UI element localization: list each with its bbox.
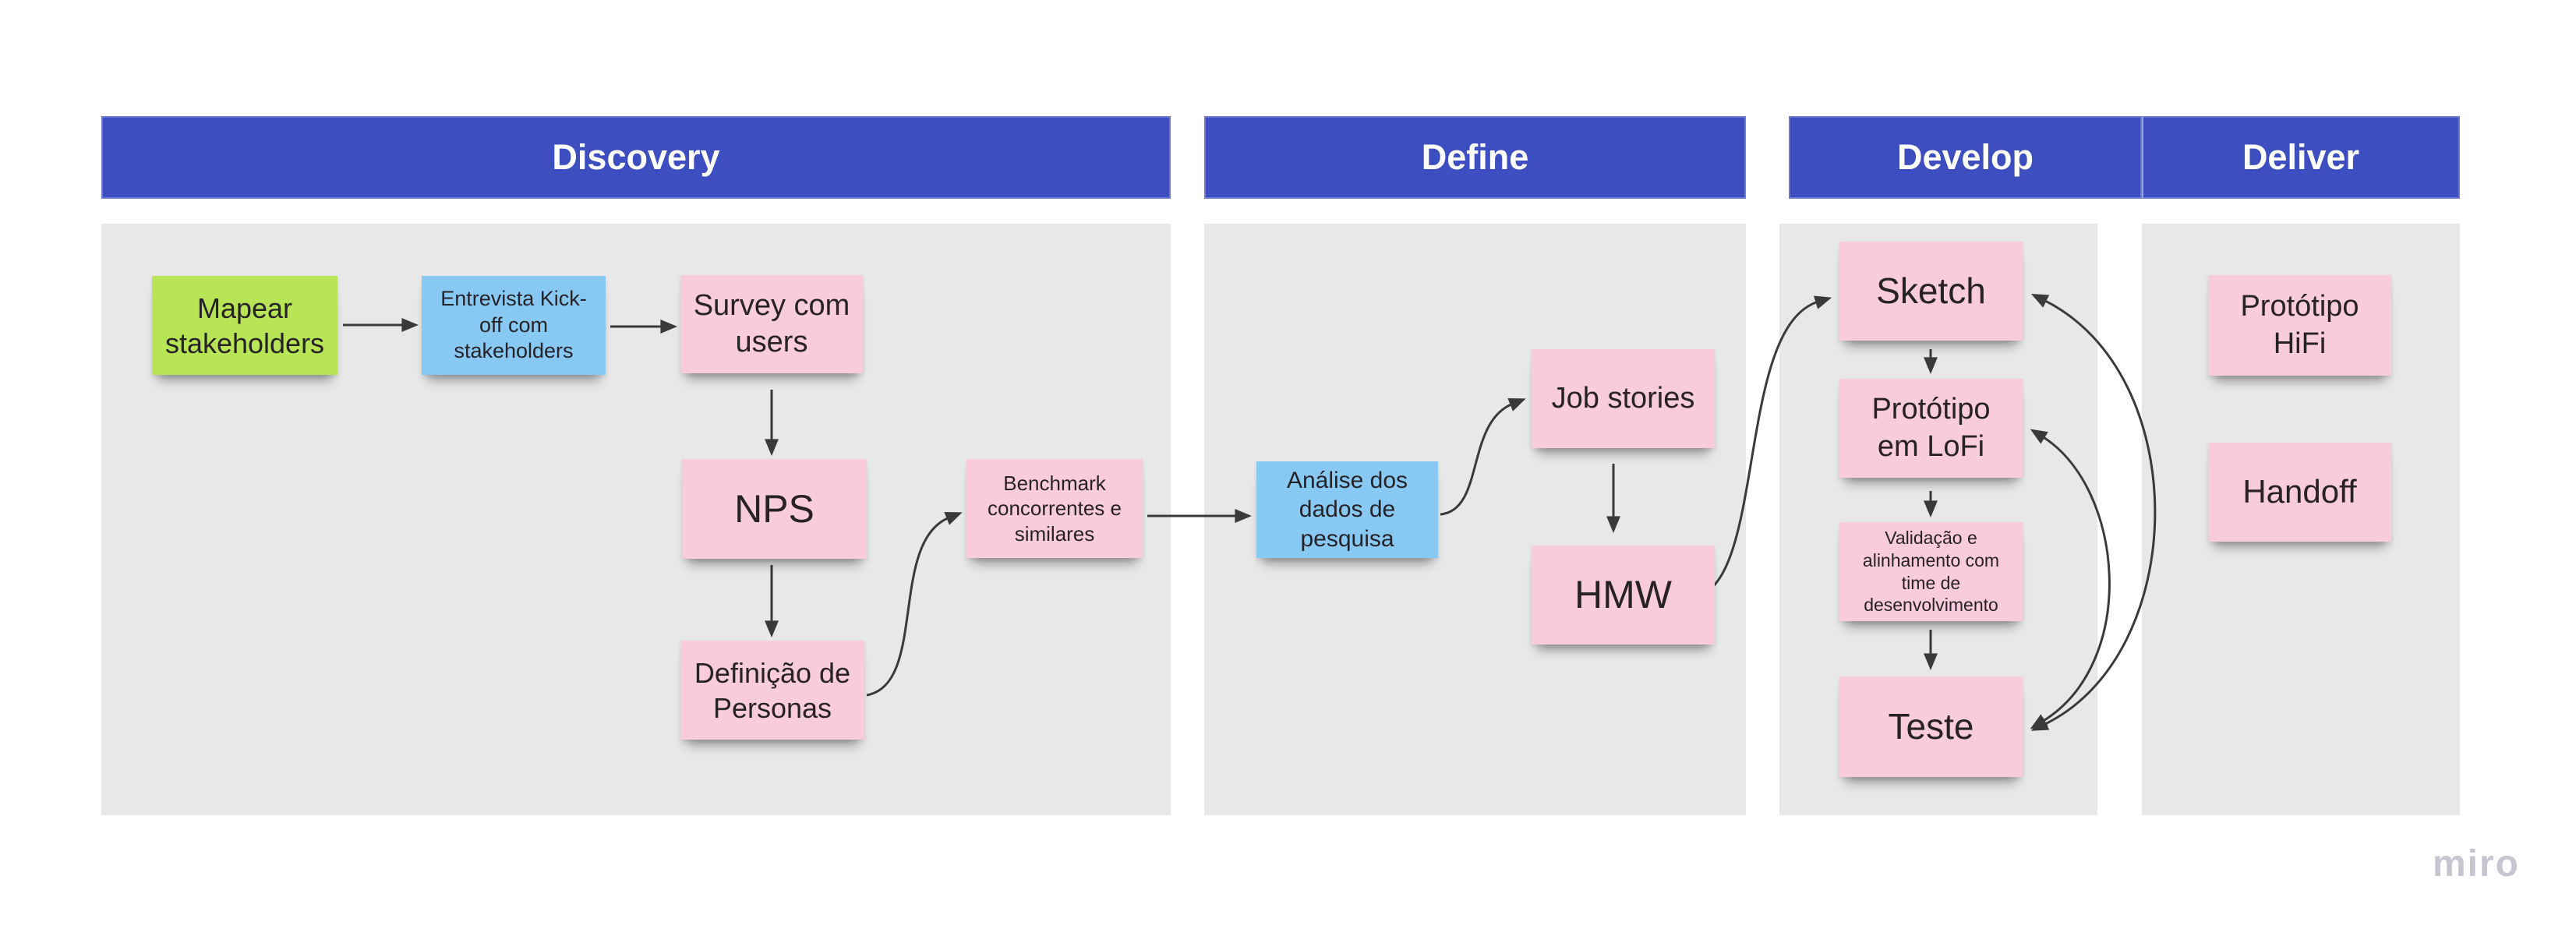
sticky-text: Protótipo HiFi [2240, 290, 2359, 360]
sticky-benchmark-concorrentes[interactable]: Benchmark concorrentes e similares [966, 459, 1143, 558]
sticky-definicao-de-personas[interactable]: Definição de Personas [680, 641, 864, 740]
frame-title: Discovery [552, 137, 720, 177]
sticky-text: Mapear stakeholders [164, 291, 325, 359]
sticky-text: Teste [1888, 705, 1974, 747]
sticky-text: Survey com users [693, 288, 850, 359]
sticky-text: Definição de Personas [694, 656, 851, 724]
sticky-entrevista-kickoff[interactable]: Entrevista Kick-off com stakeholders [422, 276, 606, 375]
sticky-text: Protótipo em LoFi [1871, 393, 1991, 463]
sticky-prototipo-hifi[interactable]: Protótipo HiFi [2208, 275, 2391, 376]
sticky-text: Entrevista Kick-off com stakeholders [440, 286, 587, 363]
frame-title: Deliver [2242, 137, 2360, 177]
sticky-sketch[interactable]: Sketch [1839, 242, 2023, 341]
sticky-prototipo-em-lofi[interactable]: Protótipo em LoFi [1839, 379, 2023, 478]
miro-logo: miro [2432, 843, 2520, 885]
sticky-text: Sketch [1876, 270, 1986, 311]
sticky-text: Análise dos dados de pesquisa [1286, 467, 1408, 552]
sticky-text: Handoff [2242, 473, 2357, 510]
frame-header-develop[interactable]: Develop [1789, 116, 2142, 199]
sticky-job-stories[interactable]: Job stories [1532, 349, 1715, 448]
sticky-text: Benchmark concorrentes e similares [988, 471, 1122, 546]
sticky-text: HMW [1574, 573, 1672, 617]
sticky-nps[interactable]: NPS [682, 459, 867, 559]
frame-title: Develop [1896, 137, 2034, 177]
sticky-handoff[interactable]: Handoff [2208, 443, 2391, 542]
frame-header-deliver[interactable]: Deliver [2142, 116, 2460, 199]
sticky-text: Job stories [1551, 381, 1695, 415]
frame-header-define[interactable]: Define [1204, 116, 1746, 199]
sticky-validacao-alinhamento[interactable]: Validação e alinhamento com time de dese… [1839, 522, 2023, 621]
sticky-text: Validação e alinhamento com time de dese… [1862, 528, 2000, 616]
sticky-analise-dos-dados[interactable]: Análise dos dados de pesquisa [1256, 461, 1438, 558]
frame-header-discovery[interactable]: Discovery [101, 116, 1171, 199]
frame-title: Define [1421, 137, 1529, 177]
sticky-hmw[interactable]: HMW [1532, 546, 1715, 645]
sticky-teste[interactable]: Teste [1839, 676, 2023, 777]
sticky-survey-com-users[interactable]: Survey com users [680, 275, 863, 373]
sticky-text: NPS [734, 486, 814, 531]
sticky-mapear-stakeholders[interactable]: Mapear stakeholders [152, 276, 337, 375]
